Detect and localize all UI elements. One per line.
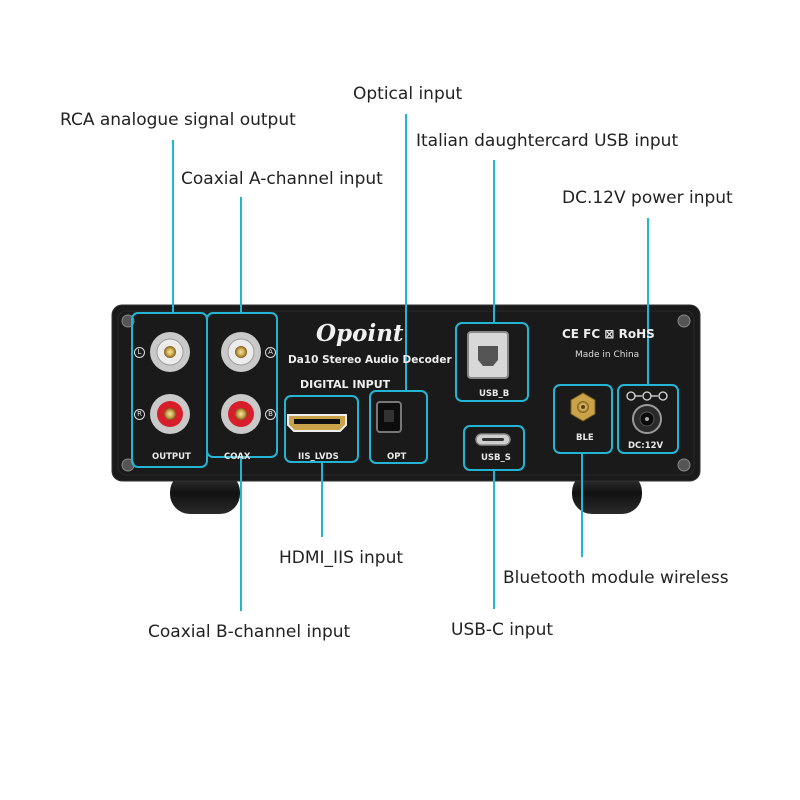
made-in-text: Made in China <box>575 350 640 360</box>
port-label-dc: DC:12V <box>628 441 664 451</box>
model-name: Da10 Stereo Audio Decoder <box>288 354 452 366</box>
callout-coax-a: Coaxial A-channel input <box>181 169 383 189</box>
ble-antenna-connector <box>570 392 596 422</box>
highlight-usb-b <box>455 322 529 402</box>
highlight-dc <box>617 384 679 454</box>
port-label-usb-s: USB_S <box>481 453 511 463</box>
channel-label-l: L <box>134 347 145 358</box>
callout-hdmi-iis: HDMI_IIS input <box>279 548 404 568</box>
highlight-usb-c <box>463 425 525 471</box>
callout-coax-b: Coaxial B-channel input <box>148 622 351 642</box>
coax-b-jack <box>221 394 261 434</box>
right-foot <box>572 472 642 514</box>
port-label-ble: BLE <box>576 433 594 443</box>
left-foot <box>170 472 240 514</box>
highlight-hdmi <box>284 395 359 463</box>
digital-input-heading: DIGITAL INPUT <box>300 378 391 391</box>
rca-output-right <box>150 394 190 434</box>
screw-icon <box>677 458 691 472</box>
rca-output-left <box>150 332 190 372</box>
highlight-optical <box>369 390 428 464</box>
channel-label-r: R <box>134 409 145 420</box>
callout-lines <box>172 114 649 611</box>
channel-label-b: B <box>265 409 276 420</box>
brand-logo: Opoint <box>316 320 404 347</box>
polarity-icon <box>626 391 668 401</box>
screw-icon <box>677 314 691 328</box>
channel-label-a: A <box>265 347 276 358</box>
callout-usb-b: Italian daughtercard USB input <box>416 131 679 151</box>
callout-rca-output: RCA analogue signal output <box>60 110 296 130</box>
port-label-iis: IIS_LVDS <box>298 452 339 462</box>
highlight-ble <box>553 384 613 454</box>
callout-bluetooth: Bluetooth module wireless <box>503 568 729 588</box>
callout-usb-c: USB-C input <box>451 620 554 640</box>
highlight-output <box>131 312 208 468</box>
port-label-output: OUTPUT <box>152 452 191 462</box>
callout-optical: Optical input <box>353 84 463 104</box>
callout-dc-power: DC.12V power input <box>562 188 733 208</box>
certification-marks: CE FC ⊠ RoHS <box>562 327 655 341</box>
port-label-usb-b: USB_B <box>479 389 510 399</box>
coax-a-jack <box>221 332 261 372</box>
highlight-coax <box>206 312 278 458</box>
port-label-coax: COAX <box>224 452 251 462</box>
port-label-opt: OPT <box>387 452 407 462</box>
